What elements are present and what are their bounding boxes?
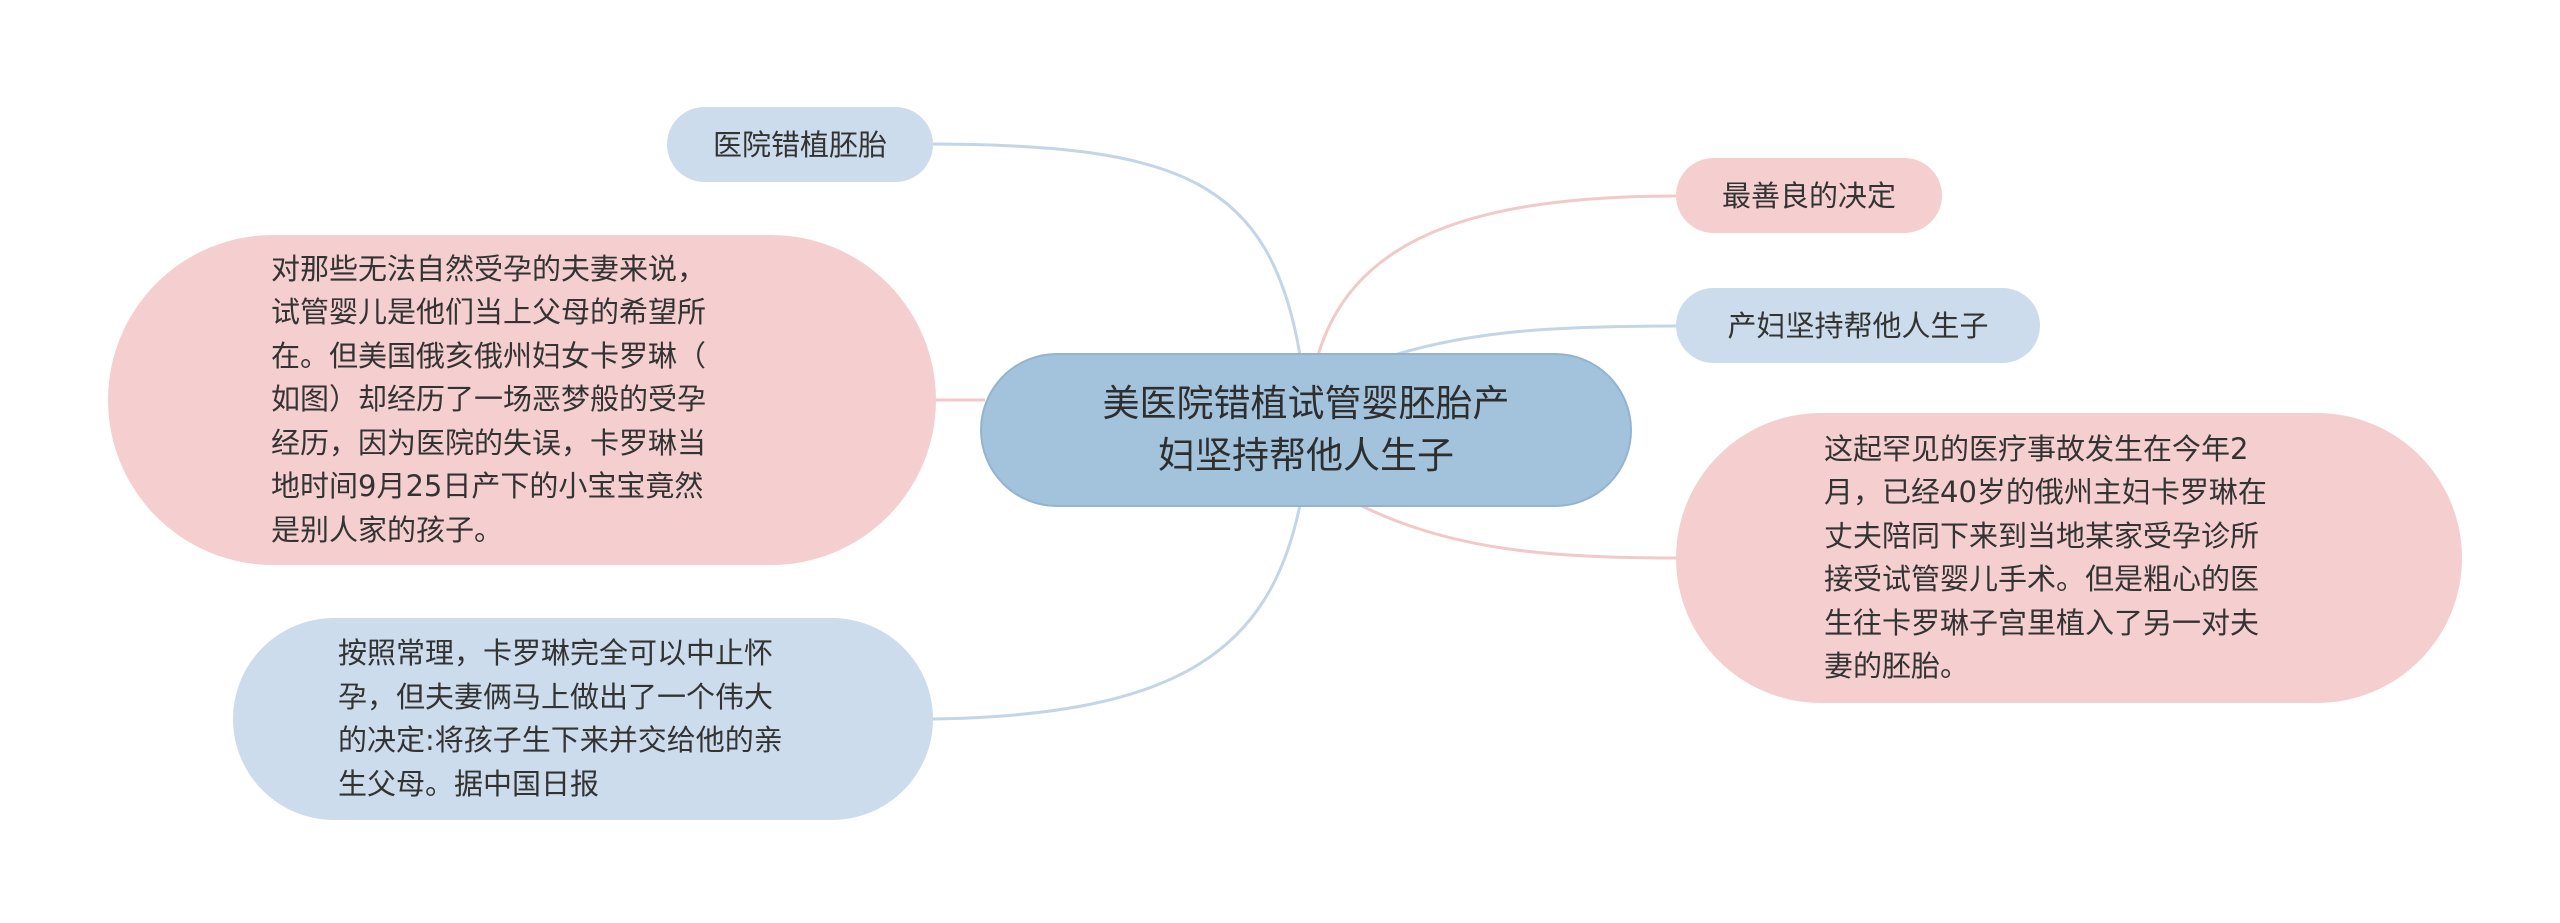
topic-label: 最善良的决定 [1721, 178, 1896, 213]
central-topic-text: 美医院错植试管婴胚胎产 妇坚持帮他人生子 [1102, 382, 1510, 477]
detail-node-incident[interactable]: 这起罕见的医疗事故发生在今年2 月，已经40岁的俄州主妇卡罗琳在 丈夫陪同下来到… [1676, 413, 2462, 703]
detail-text: 对那些无法自然受孕的夫妻来说， 试管婴儿是他们当上父母的希望所 在。但美国俄亥俄… [271, 251, 707, 547]
connector-right [1359, 503, 1677, 560]
topic-hospital-misplanted-embryo[interactable]: 医院错植胚胎 [667, 107, 933, 182]
detail-text: 这起罕见的医疗事故发生在今年2 月，已经40岁的俄州主妇卡罗琳在 丈夫陪同下来到… [1824, 431, 2267, 684]
topic-label: 医院错植胚胎 [712, 127, 887, 162]
topic-kindest-decision[interactable]: 最善良的决定 [1676, 158, 1942, 233]
topic-mother-insists[interactable]: 产妇坚持帮他人生子 [1676, 288, 2040, 363]
central-topic[interactable]: 美医院错植试管婴胚胎产 妇坚持帮他人生子 [980, 353, 1632, 507]
detail-node-background[interactable]: 对那些无法自然受孕的夫妻来说， 试管婴儿是他们当上父母的希望所 在。但美国俄亥俄… [108, 235, 936, 565]
topic-label: 产妇坚持帮他人生子 [1727, 308, 1989, 343]
connector-kind [1316, 194, 1677, 356]
detail-text: 按照常理，卡罗琳完全可以中止怀 孕，但夫妻俩马上做出了一个伟大 的决定:将孩子生… [338, 636, 783, 801]
connector-hospital [932, 142, 1302, 356]
connector-insist [1384, 324, 1677, 360]
connector-left-bottom [932, 504, 1302, 721]
detail-node-decision[interactable]: 按照常理，卡罗琳完全可以中止怀 孕，但夫妻俩马上做出了一个伟大 的决定:将孩子生… [233, 618, 933, 820]
